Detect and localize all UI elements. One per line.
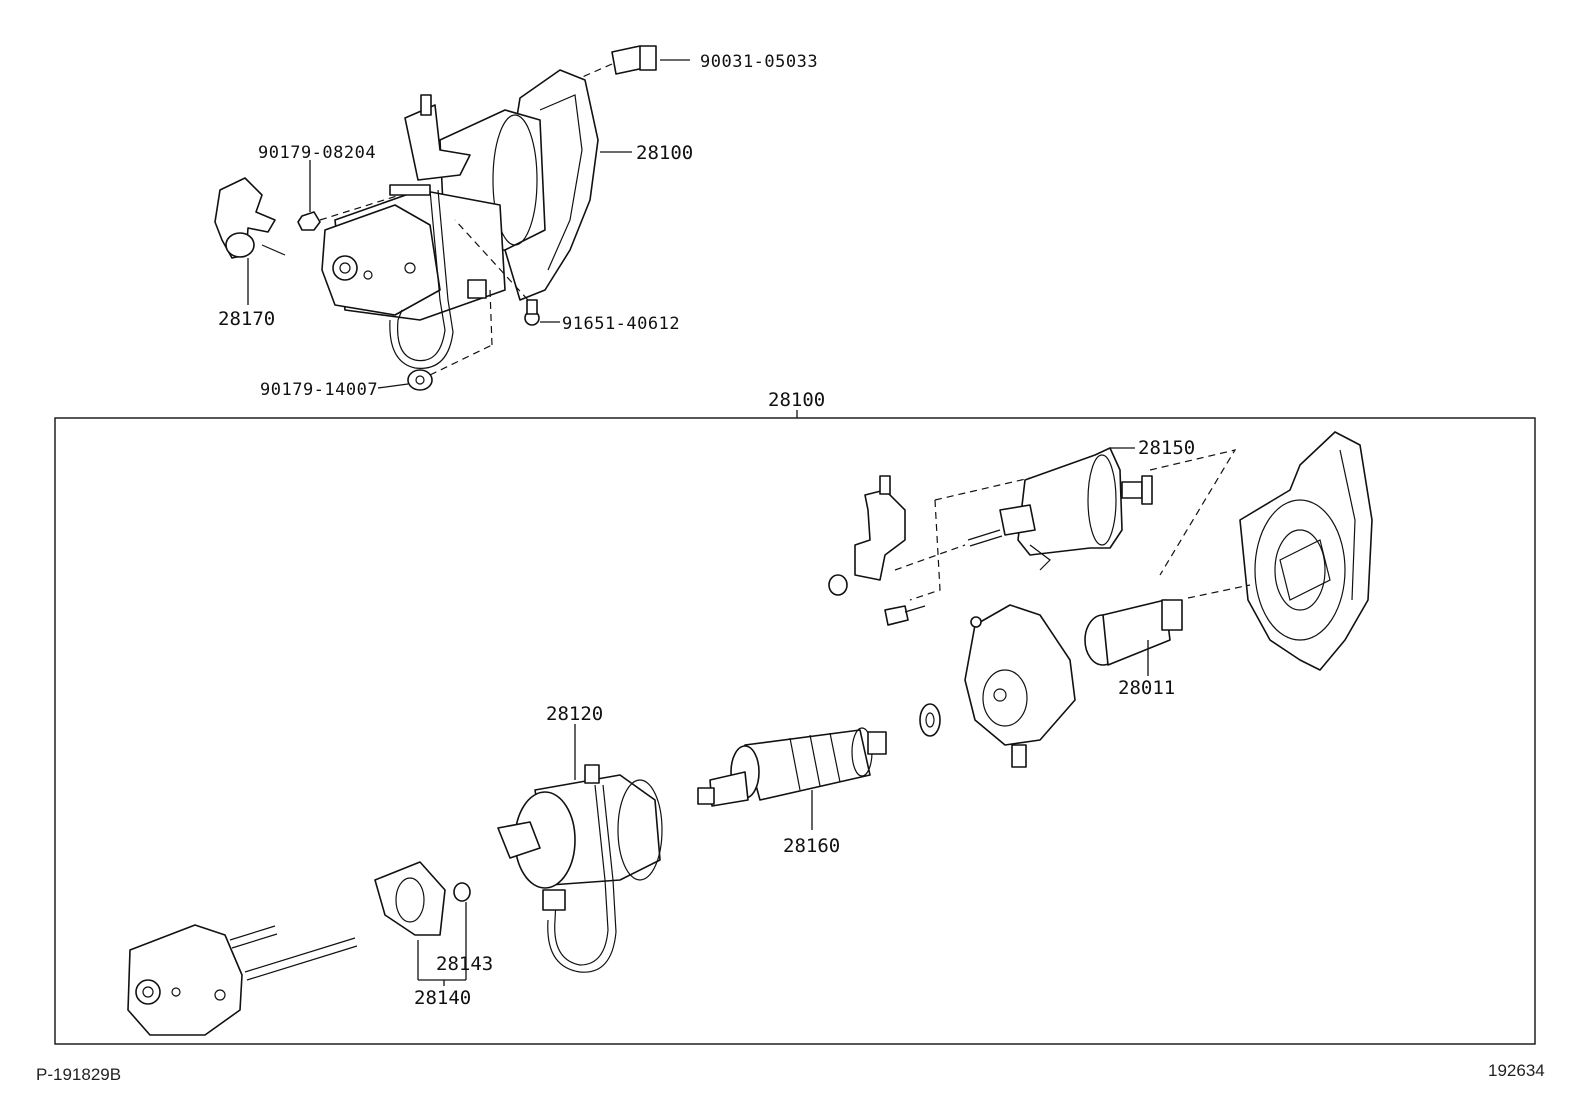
armature-28160: [697, 727, 887, 807]
footer-right-ref: 192634: [1488, 1061, 1545, 1080]
starter-clutch-28011: [1084, 599, 1183, 666]
center-housing: [964, 604, 1076, 768]
label-28120: 28120: [546, 703, 603, 725]
nut-90179-14007: [407, 289, 493, 391]
footer-left-ref: P-191829B: [36, 1065, 121, 1084]
label-28143: 28143: [436, 953, 493, 975]
label-28170: 28170: [218, 308, 275, 330]
terminal-bracket: [828, 475, 926, 626]
field-yoke-28120: [497, 764, 663, 973]
brush-holder-28140: [374, 861, 471, 936]
exploded-view-frame: [54, 417, 1536, 1045]
label-91651-40612: 91651-40612: [562, 314, 680, 334]
label-90031-05033: 90031-05033: [700, 52, 818, 72]
bolt-90031-05033: [579, 45, 657, 79]
cover-28170: [214, 177, 286, 259]
label-28150: 28150: [1138, 437, 1195, 459]
label-28140: 28140: [414, 987, 471, 1009]
nut-90179-08204: [297, 194, 401, 231]
label-28100-upper: 28100: [636, 142, 693, 164]
label-90179-14007: 90179-14007: [260, 380, 378, 400]
commutator-end-frame: [127, 924, 358, 1036]
label-28160: 28160: [783, 835, 840, 857]
washer: [919, 703, 941, 737]
label-28100-assembly: 28100: [768, 389, 825, 411]
magnetic-switch-28150: [967, 447, 1153, 571]
upper-starter-assembly: [321, 69, 599, 369]
drive-housing: [1239, 431, 1373, 671]
end-frame: [321, 204, 441, 316]
screw-91651-40612: [454, 219, 540, 326]
label-90179-08204: 90179-08204: [258, 143, 376, 163]
label-28011: 28011: [1118, 677, 1175, 699]
